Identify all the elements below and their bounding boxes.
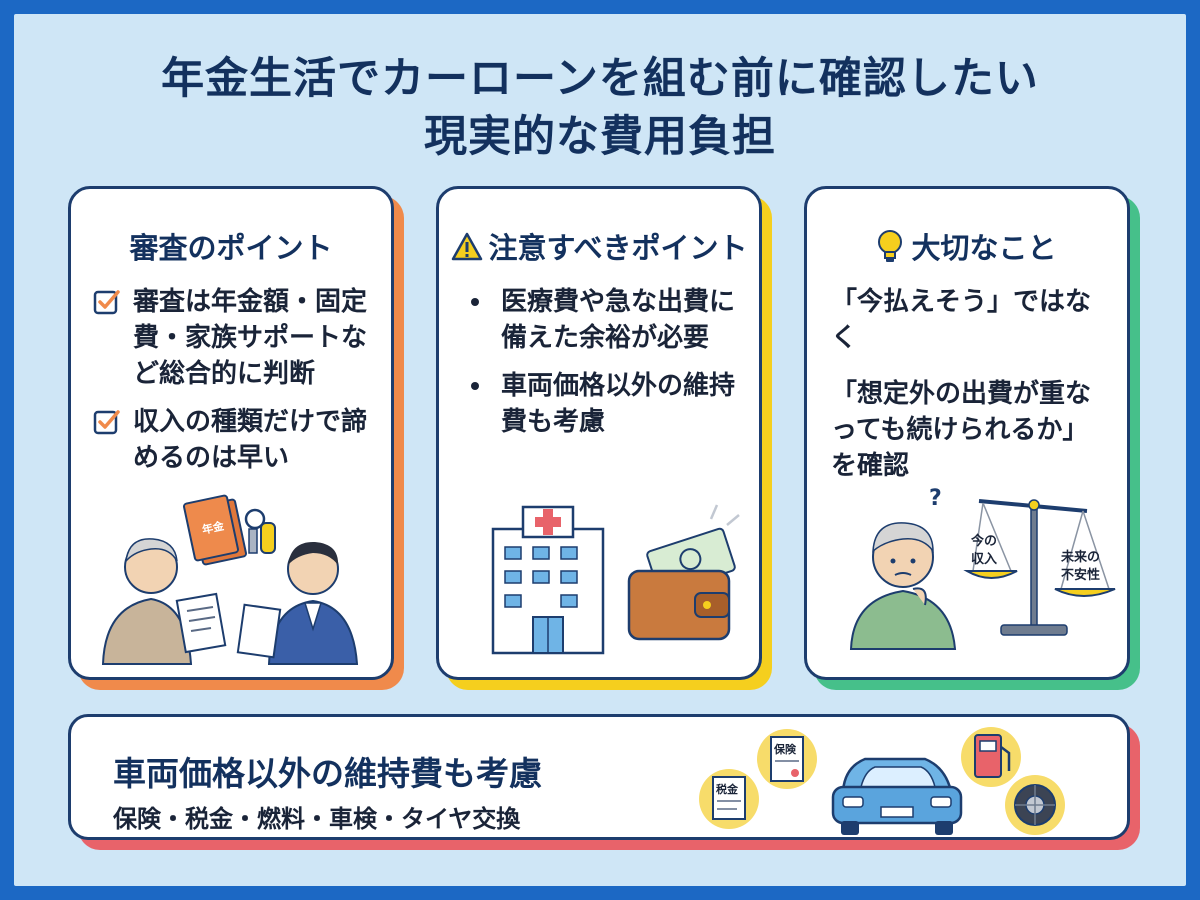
tax-document-label: 税金: [716, 782, 739, 796]
consultation-illustration: 年金: [101, 494, 359, 665]
card-body: 審査のポイント 審査は年金額・固定費・家族サポートなど総合的に判断 収入の種類だ…: [68, 186, 394, 680]
page-title-line-1: 年金生活でカーローンを組む前に確認したい: [161, 54, 1039, 104]
warning-icon: [451, 232, 482, 261]
card-title: 大切なこと: [807, 225, 1127, 267]
bullet-icon: [471, 298, 479, 306]
list-item: 審査は年金額・固定費・家族サポートなど総合的に判断: [93, 284, 377, 392]
list-item-text: 車両価格以外の維持費も考慮: [501, 371, 736, 437]
checkbox-icon: [93, 410, 120, 435]
important-text: 「今払えそう」ではなく 「想定外の出費が重なっても続けられるか」を確認: [831, 284, 1111, 504]
card-caution-points: 注意すべきポイント 医療費や急な出費に備えた余裕が必要 車両価格以外の維持費も考…: [436, 186, 772, 690]
worried-elderly-icon: ?: [849, 486, 957, 650]
list-item: 医療費や急な出費に備えた余裕が必要: [461, 284, 745, 356]
card-body: 大切なこと 「今払えそう」ではなく 「想定外の出費が重なっても続けられるか」を確…: [804, 186, 1130, 680]
card-body: 車両価格以外の維持費も考慮 保険・税金・燃料・車検・タイヤ交換 税金 保険: [68, 714, 1130, 840]
question-mark: ?: [929, 486, 942, 511]
page-title-line-2: 現実的な費用負担: [424, 112, 776, 162]
banner-title: 車両価格以外の維持費も考慮: [113, 754, 542, 793]
card-title-text: 注意すべきポイント: [488, 231, 748, 265]
expenses-illustration: [491, 504, 740, 655]
list-item-text: 審査は年金額・固定費・家族サポートなど総合的に判断: [133, 287, 368, 389]
card-title-text: 大切なこと: [911, 231, 1057, 265]
decision-illustration: ? 今の 収入 未来の 不安性: [849, 486, 1116, 650]
page-title: 年金生活でカーローンを組む前に確認したい 現実的な費用負担: [0, 50, 1200, 166]
scale-label-right-1: 未来の: [1060, 549, 1100, 565]
list-item: 収入の種類だけで諦めるのは早い: [93, 404, 377, 476]
scale-label-left-2: 収入: [971, 552, 997, 567]
pension-book-label: 年金: [201, 518, 226, 536]
wallet-icon: [627, 504, 740, 641]
important-line: 「今払えそう」ではなく: [831, 287, 1092, 353]
list-item: 車両価格以外の維持費も考慮: [461, 368, 745, 440]
insurance-document-label: 保険: [773, 742, 797, 756]
caution-list: 医療費や急な出費に備えた余裕が必要 車両価格以外の維持費も考慮: [461, 284, 745, 452]
lightbulb-icon: [878, 230, 903, 262]
car-key-icon: [244, 508, 276, 554]
maintenance-icons: 税金 保険: [699, 727, 1065, 835]
card-important-thing: 大切なこと 「今払えそう」ではなく 「想定外の出費が重なっても続けられるか」を確…: [804, 186, 1140, 690]
tax-document-icon: 税金: [699, 769, 759, 829]
list-item-text: 収入の種類だけで諦めるのは早い: [133, 407, 368, 473]
pension-book-icon: 年金: [183, 494, 247, 566]
maintenance-costs-banner: 車両価格以外の維持費も考慮 保険・税金・燃料・車検・タイヤ交換 税金 保険: [68, 714, 1140, 850]
banner-subtitle: 保険・税金・燃料・車検・タイヤ交換: [113, 805, 521, 833]
card-title: 注意すべきポイント: [439, 225, 759, 267]
fuel-pump-icon: [961, 727, 1021, 787]
checkbox-icon: [93, 290, 120, 315]
screening-list: 審査は年金額・固定費・家族サポートなど総合的に判断 収入の種類だけで諦めるのは早…: [93, 284, 377, 488]
card-title: 審査のポイント: [129, 231, 333, 265]
advisor-icon: [236, 541, 359, 665]
card-screening-points: 審査のポイント 審査は年金額・固定費・家族サポートなど総合的に判断 収入の種類だ…: [68, 186, 404, 690]
document-icon: [175, 592, 227, 654]
car-icon: [831, 757, 963, 835]
list-item-text: 医療費や急な出費に備えた余裕が必要: [501, 287, 736, 353]
scale-label-right-2: 不安性: [1061, 567, 1100, 583]
hospital-icon: [491, 505, 605, 655]
card-body: 注意すべきポイント 医療費や急な出費に備えた余裕が必要 車両価格以外の維持費も考…: [436, 186, 762, 680]
insurance-document-icon: 保険: [757, 729, 817, 789]
important-line: 「想定外の出費が重なっても続けられるか」を確認: [831, 379, 1092, 481]
tire-icon: [1005, 775, 1065, 835]
balance-scale-icon: 今の 収入 未来の 不安性: [963, 499, 1116, 636]
scale-label-left-1: 今の: [970, 533, 997, 549]
bullet-icon: [471, 382, 479, 390]
